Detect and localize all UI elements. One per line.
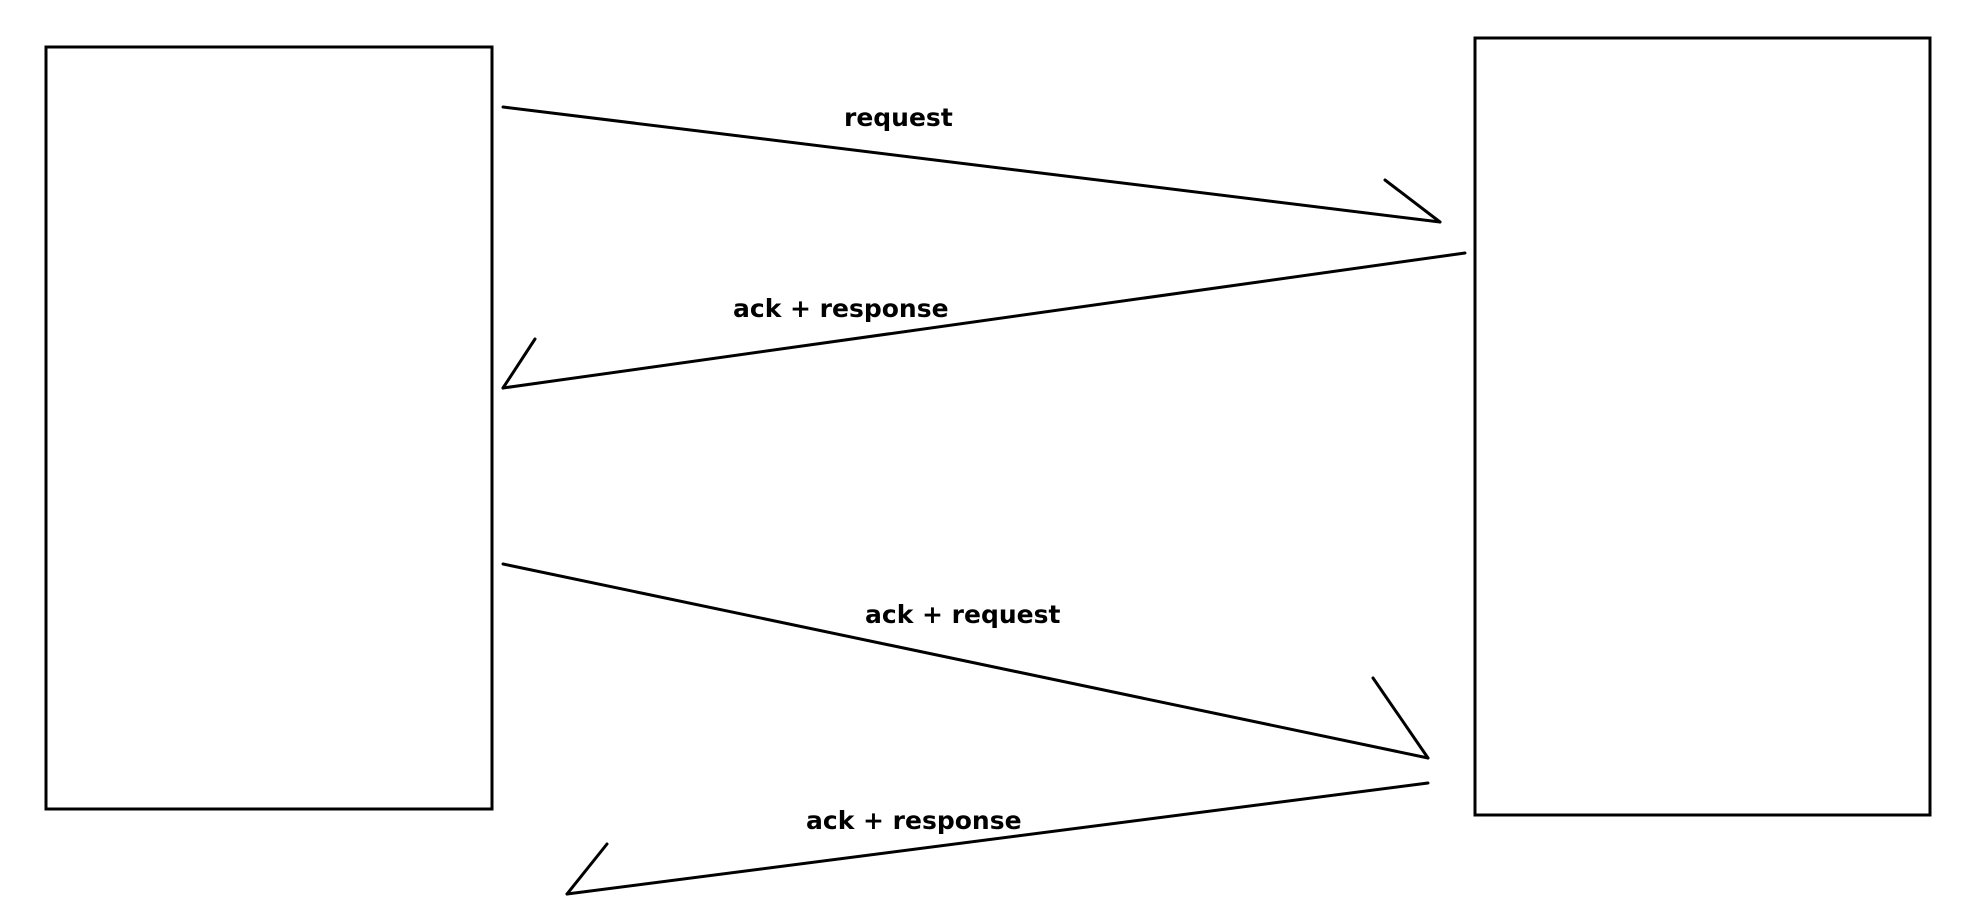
arrow-head [1371,676,1430,760]
left-participant-box [44,45,494,811]
message-ack-request-arrow [501,562,1430,760]
message-ack-response-arrow [501,251,1467,390]
arrow-head [1383,178,1442,224]
message-request-arrow [501,105,1442,224]
message-label-ack-request: ack + request [865,600,1060,629]
message-label-ack-response-2: ack + response [806,806,1022,835]
arrow-shaft [565,781,1430,896]
arrow-head [565,842,609,896]
right-participant-box [1473,36,1932,817]
arrow-shaft [501,251,1467,390]
message-ack-response-arrow-2 [565,781,1430,896]
arrow-shaft [501,562,1430,760]
message-label-request: request [844,103,953,132]
message-label-ack-response: ack + response [733,294,949,323]
arrow-head [501,337,537,390]
arrow-shaft [501,105,1442,224]
